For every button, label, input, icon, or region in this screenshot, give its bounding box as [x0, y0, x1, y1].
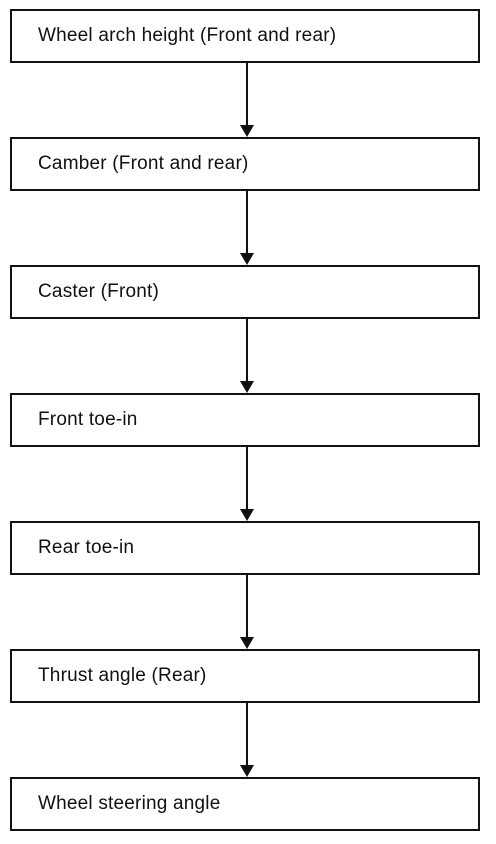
step-label: Rear toe-in [38, 537, 135, 558]
step-front-toe-in: Front toe-in [10, 393, 480, 447]
arrow-down-connector [240, 703, 256, 777]
step-wheel-steering-angle: Wheel steering angle [10, 777, 480, 831]
step-thrust-angle: Thrust angle (Rear) [10, 649, 480, 703]
step-label: Front toe-in [38, 409, 138, 430]
step-camber: Camber (Front and rear) [10, 137, 480, 191]
arrow-down-connector [240, 575, 256, 649]
arrow-down-connector [240, 63, 256, 137]
step-rear-toe-in: Rear toe-in [10, 521, 480, 575]
arrow-down-connector [240, 447, 256, 521]
step-label: Thrust angle (Rear) [38, 665, 207, 686]
step-label: Camber (Front and rear) [38, 153, 249, 174]
step-label: Wheel steering angle [38, 793, 221, 814]
arrow-down-connector [240, 191, 256, 265]
step-label: Caster (Front) [38, 281, 160, 302]
step-caster: Caster (Front) [10, 265, 480, 319]
step-label: Wheel arch height (Front and rear) [38, 25, 337, 46]
step-wheel-arch-height: Wheel arch height (Front and rear) [10, 9, 480, 63]
arrow-down-connector [240, 319, 256, 393]
